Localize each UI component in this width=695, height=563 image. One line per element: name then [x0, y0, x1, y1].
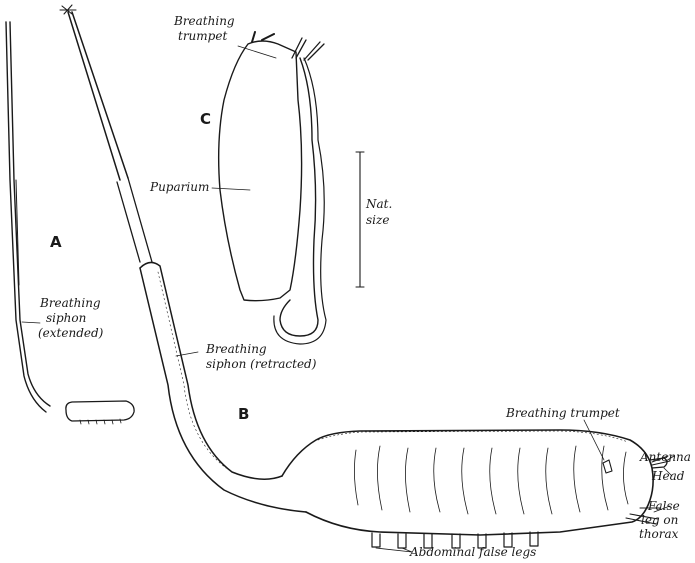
figure-a-larva [6, 22, 134, 424]
label-abdominal-false-legs: Abdominal false legs [410, 545, 536, 559]
larva-b-segment-folds [354, 446, 628, 514]
label-siphon-extended-3: (extended) [38, 326, 103, 340]
leader-siphon-extended [22, 322, 40, 323]
label-antenna: Antenna [640, 450, 691, 464]
larva-a-body [66, 401, 134, 421]
siphon-b-thin-right [72, 12, 128, 178]
label-puparium: Puparium [150, 180, 209, 194]
leader-abdominal-legs [376, 548, 412, 552]
label-siphon-retracted-1: Breathing [206, 342, 267, 356]
label-false-leg-1: False [648, 499, 680, 513]
breathing-trumpet-c-left [252, 32, 274, 42]
label-nat-size-1: Nat. [366, 197, 392, 211]
label-breathing-trumpet-b: Breathing trumpet [506, 406, 620, 420]
figure-c-puparium [219, 32, 364, 344]
label-leader-lines [22, 46, 674, 552]
natural-size-scale-bar [356, 152, 364, 287]
larva-b-body-outline [282, 430, 653, 535]
label-siphon-extended-1: Breathing [40, 296, 101, 310]
label-siphon-retracted-2: siphon (retracted) [206, 357, 316, 371]
figure-letter-c: C [200, 110, 211, 128]
leader-breathing-trumpet-c [238, 46, 276, 58]
larva-b-dorsal-stipple [318, 431, 628, 442]
breathing-trumpet-b [603, 460, 612, 473]
figure-letter-b: B [238, 405, 249, 423]
breathing-trumpet-c-right [292, 38, 324, 60]
figure-letter-a: A [50, 233, 62, 251]
siphon-b-sheath [117, 178, 152, 262]
label-breathing-trumpet-c-1: Breathing [174, 14, 235, 28]
label-nat-size-2: size [366, 213, 389, 227]
label-false-leg-3: thorax [639, 527, 678, 541]
leader-puparium [212, 188, 250, 190]
leader-siphon-retracted [176, 352, 198, 356]
siphon-a-right-edge [10, 22, 50, 406]
figure-b-larva [60, 5, 670, 548]
siphon-b-retracted-inner [140, 268, 306, 512]
puparium-body [219, 41, 302, 301]
label-breathing-trumpet-c-2: trumpet [178, 29, 227, 43]
label-siphon-extended-2: siphon [46, 311, 86, 325]
leader-breathing-trumpet-b [584, 420, 604, 460]
label-false-leg-2: leg on [641, 513, 678, 527]
label-head: Head [652, 469, 684, 483]
siphon-b-thin-left [68, 12, 120, 180]
